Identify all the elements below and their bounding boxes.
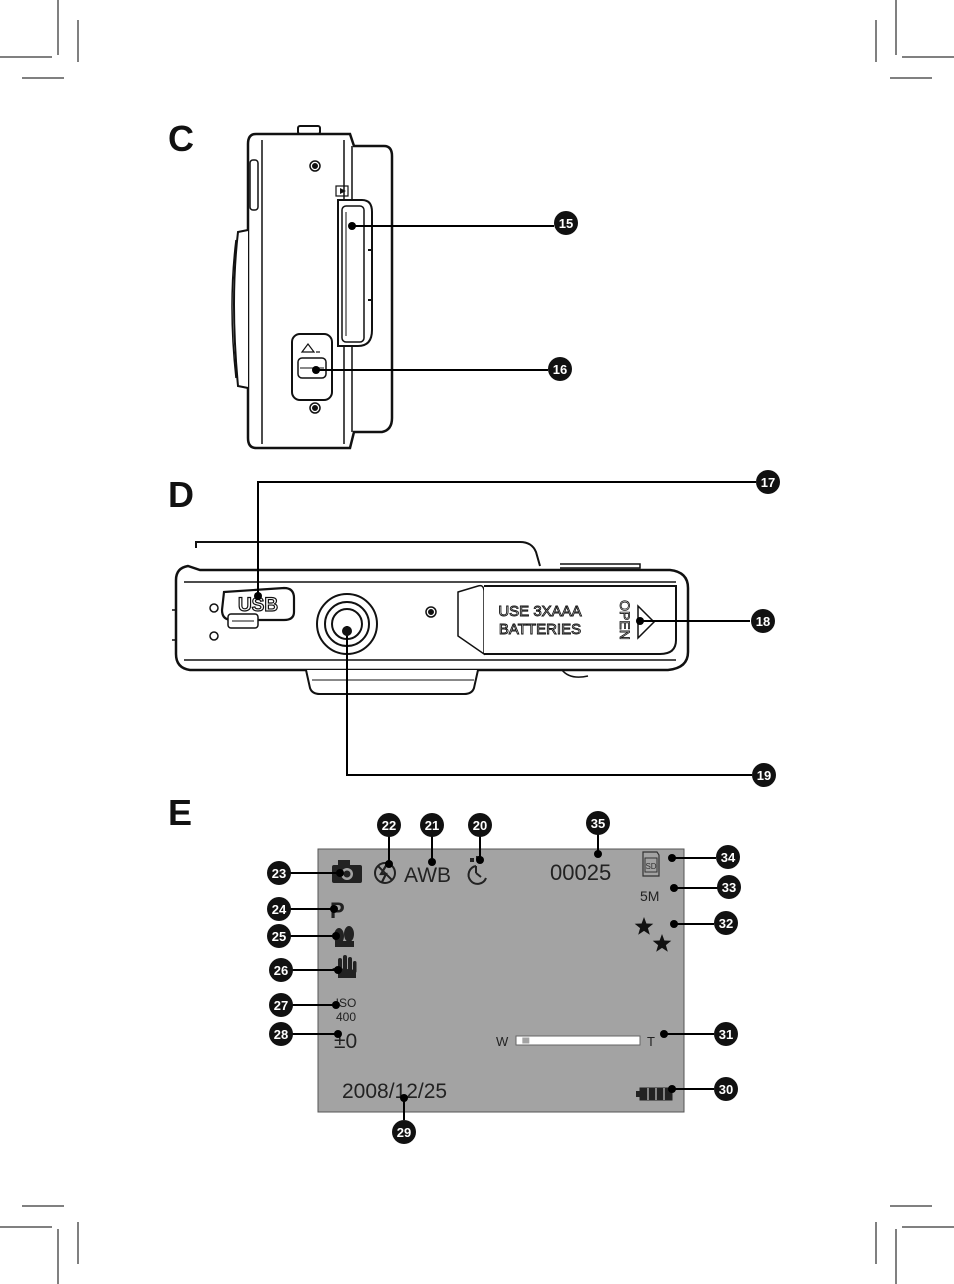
sd-card-icon: SD (642, 851, 660, 877)
leader-dots-cd (254, 222, 644, 625)
lcd-screen (317, 848, 685, 1113)
section-label-d: D (168, 474, 194, 515)
callout-19: 19 (752, 763, 776, 787)
callout-15: 15 (554, 211, 578, 235)
callout-number: 23 (272, 866, 286, 881)
callout-29: 29 (392, 1120, 416, 1144)
callout-number: 32 (719, 916, 733, 931)
quality-stars-icon (634, 917, 672, 952)
shot-count: 00025 (550, 860, 611, 885)
zoom-tele-label: T (647, 1034, 655, 1049)
callout-27: 27 (269, 993, 293, 1017)
callout-number: 16 (553, 362, 567, 377)
callout-25: 25 (267, 924, 291, 948)
section-label-e: E (168, 792, 193, 833)
iso-value: 400 (336, 1010, 356, 1024)
callout-number: 22 (382, 818, 396, 833)
zoom-bar (515, 1035, 641, 1046)
date-stamp: 2008/12/25 (342, 1080, 447, 1103)
callout-number: 25 (272, 929, 286, 944)
battery-label-line1: USE 3XAAA (498, 603, 581, 620)
callout-16: 16 (548, 357, 572, 381)
battery-icon (636, 1087, 673, 1101)
callout-number: 29 (397, 1125, 411, 1140)
zoom-indicator (522, 1037, 530, 1044)
callout-number: 15 (559, 216, 573, 231)
callout-number: 17 (761, 475, 775, 490)
callout-number: 18 (756, 614, 770, 629)
callout-number: 21 (425, 818, 439, 833)
callout-number: 27 (274, 998, 288, 1013)
callout-28: 28 (269, 1022, 293, 1046)
sd-card-label: SD (645, 862, 656, 871)
callout-30: 30 (714, 1077, 738, 1101)
leader-dots-e (330, 850, 678, 1102)
callout-number: 28 (274, 1027, 288, 1042)
usb-label: USB (238, 595, 278, 616)
callout-22: 22 (377, 813, 401, 837)
awb-label: AWB (404, 864, 451, 887)
callout-20: 20 (468, 813, 492, 837)
resolution-label: 5M (640, 888, 659, 904)
callout-number: 34 (721, 850, 736, 865)
zoom-wide-label: W (496, 1034, 509, 1049)
callout-number: 30 (719, 1082, 733, 1097)
callout-34: 34 (716, 845, 740, 869)
callout-21: 21 (420, 813, 444, 837)
callout-31: 31 (714, 1022, 738, 1046)
callout-35: 35 (586, 811, 610, 835)
camera-side-view (231, 125, 394, 450)
callout-number: 35 (591, 816, 605, 831)
callout-23: 23 (267, 861, 291, 885)
callout-33: 33 (717, 875, 741, 899)
leader-lines-e (290, 834, 718, 1120)
callout-32: 32 (714, 911, 738, 935)
callout-17: 17 (756, 470, 780, 494)
flash-off-icon (374, 862, 396, 884)
callout-number: 24 (272, 902, 287, 917)
callout-number: 26 (274, 963, 288, 978)
callout-number: 33 (722, 880, 736, 895)
callout-number: 31 (719, 1027, 733, 1042)
callout-24: 24 (267, 897, 291, 921)
callout-number: 20 (473, 818, 487, 833)
callout-26: 26 (269, 958, 293, 982)
section-label-c: C (168, 118, 194, 159)
leader-lines-d (257, 481, 756, 776)
callout-number: 19 (757, 768, 771, 783)
iso-label: ISO (336, 996, 357, 1010)
tripod-socket-dot (342, 626, 352, 636)
battery-label-line2: BATTERIES (499, 621, 581, 638)
open-label: OPEN (617, 600, 633, 640)
callout-18: 18 (751, 609, 775, 633)
leader-lines-c (316, 225, 554, 371)
camera-bottom-view (172, 541, 690, 695)
